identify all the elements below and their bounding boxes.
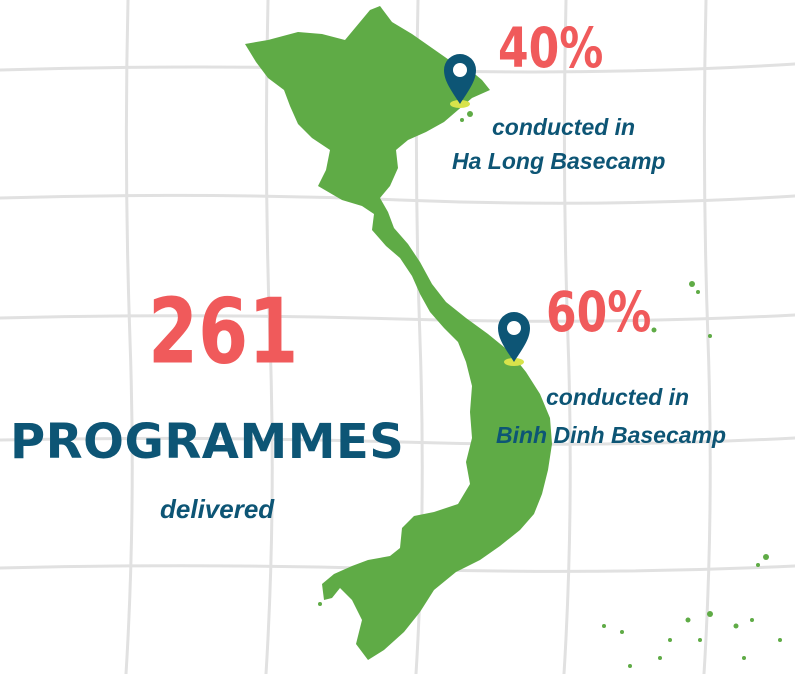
map-pin-icon	[444, 54, 476, 104]
islands	[318, 111, 782, 668]
map-pin-icon	[498, 312, 530, 362]
marker-ha-long[interactable]	[444, 54, 476, 108]
ha-long-percent: 40%	[498, 17, 604, 81]
marker-binh-dinh[interactable]	[498, 312, 530, 366]
ha-long-line1: conducted in	[492, 114, 636, 140]
country-shape	[245, 6, 552, 660]
binh-dinh-line1: conducted in	[546, 384, 690, 410]
total-number: 261	[148, 278, 299, 384]
binh-dinh-line2: Binh Dinh Basecamp	[496, 422, 727, 448]
binh-dinh-percent: 60%	[546, 281, 652, 345]
total-sublabel: delivered	[160, 494, 275, 524]
total-label: PROGRAMMES	[10, 414, 405, 470]
ha-long-line2: Ha Long Basecamp	[452, 148, 666, 174]
